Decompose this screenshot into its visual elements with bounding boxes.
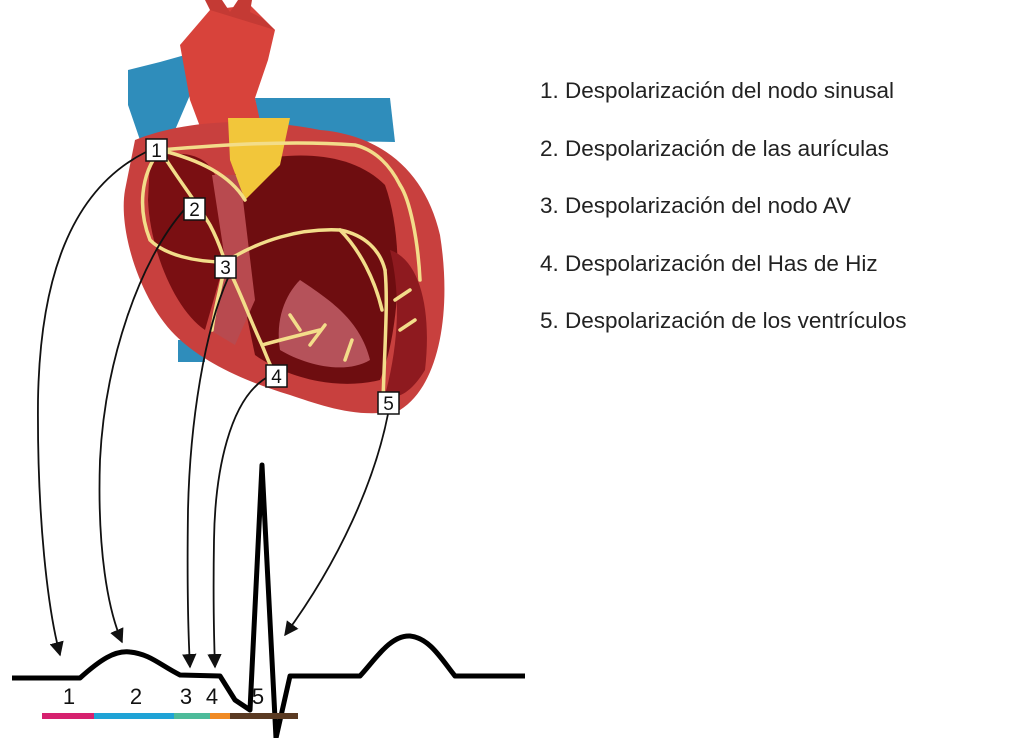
- legend-item-4: 4. Despolarización del Has de Hiz: [540, 249, 906, 307]
- svg-text:5: 5: [383, 394, 394, 415]
- segment-bar-4: [210, 713, 230, 719]
- heart-illustration: 1 2 3 4 5: [124, 0, 445, 415]
- svg-text:1: 1: [151, 141, 162, 162]
- arrow-5: [285, 414, 388, 635]
- segment-label-5: 5: [252, 684, 264, 709]
- heart-marker-3: 3: [215, 256, 236, 279]
- legend-item-5: 5. Despolarización de los ventrículos: [540, 306, 906, 364]
- svg-text:3: 3: [220, 258, 231, 279]
- heart-marker-2: 2: [184, 198, 205, 221]
- segment-bar-3: [174, 713, 210, 719]
- ecg-trace: [12, 465, 525, 738]
- heart-marker-4: 4: [266, 365, 287, 388]
- segment-bar-2: [94, 713, 174, 719]
- segment-bar-1: [42, 713, 94, 719]
- segment-bar: [42, 713, 298, 719]
- legend-list: 1. Despolarización del nodo sinusal 2. D…: [540, 76, 906, 364]
- segment-bar-5: [230, 713, 298, 719]
- legend-item-3: 3. Despolarización del nodo AV: [540, 191, 906, 249]
- heart-marker-5: 5: [378, 392, 399, 415]
- segment-label-3: 3: [180, 684, 192, 709]
- svg-text:4: 4: [271, 367, 282, 388]
- legend-item-2: 2. Despolarización de las aurículas: [540, 134, 906, 192]
- segment-label-1: 1: [63, 684, 75, 709]
- heart-marker-1: 1: [146, 139, 167, 162]
- segment-label-4: 4: [206, 684, 218, 709]
- svg-text:2: 2: [189, 200, 200, 221]
- segment-label-2: 2: [130, 684, 142, 709]
- legend-item-1: 1. Despolarización del nodo sinusal: [540, 76, 906, 134]
